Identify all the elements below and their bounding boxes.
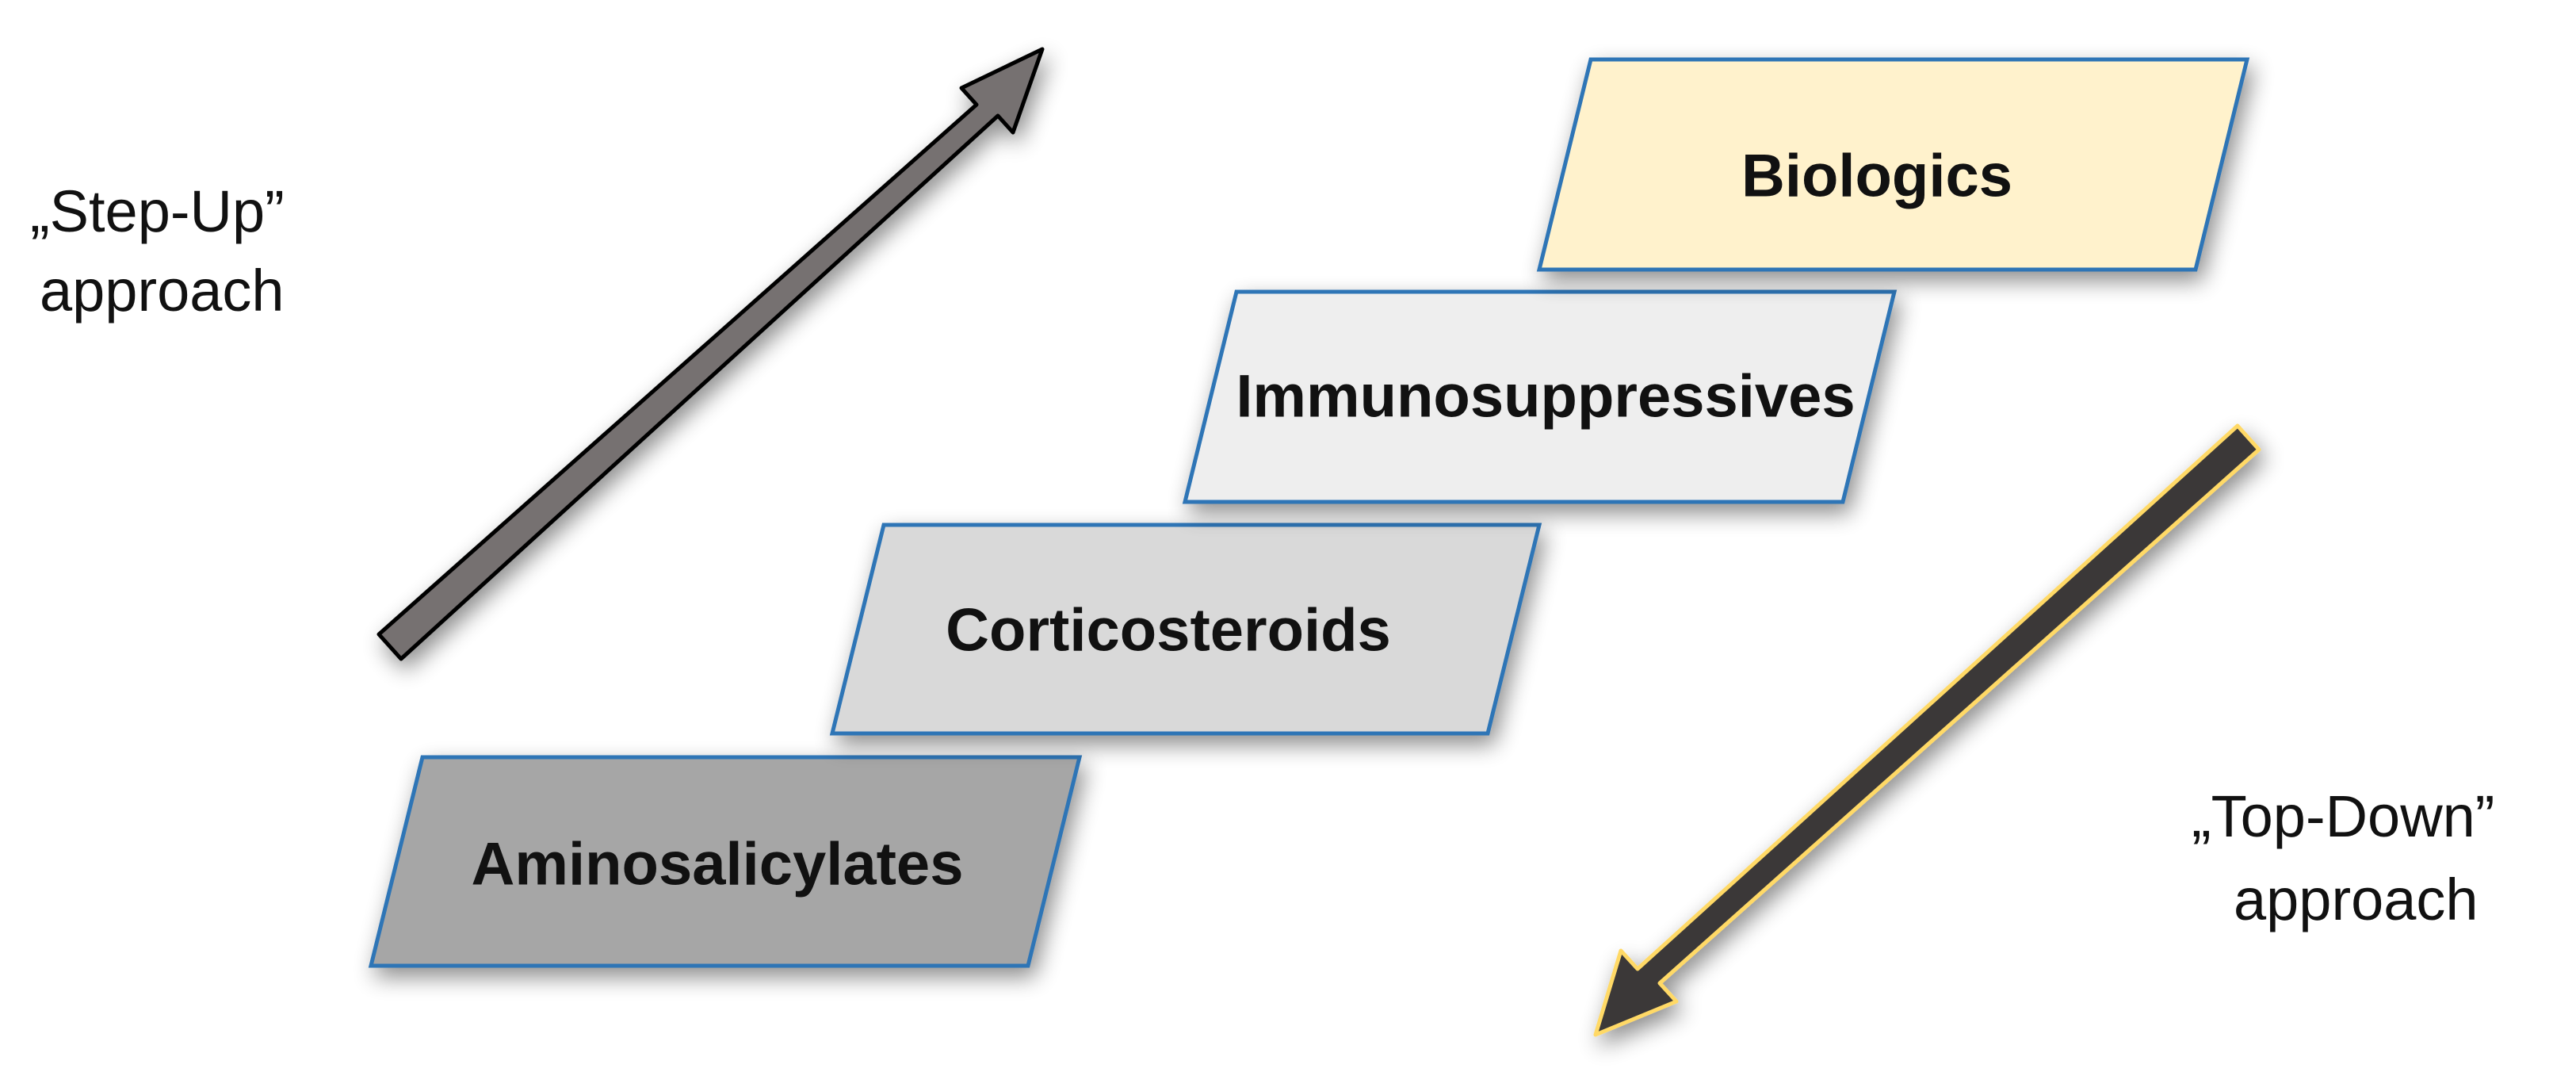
top-down-label: „Top-Down” approach (2192, 783, 2494, 932)
top-down-label-line2: approach (2234, 867, 2479, 932)
top-down-arrow (1593, 423, 2261, 1037)
arrow-up-right-icon (376, 47, 1045, 661)
step-label-immunosuppressives: Immunosuppressives (1236, 363, 1855, 431)
step-box-biologics (1536, 57, 2250, 272)
arrow-down-left-icon (1593, 423, 2261, 1037)
step-corticosteroids (829, 523, 1542, 736)
step-immunosuppressives (1182, 289, 1898, 504)
step-biologics (1536, 57, 2250, 272)
step-label-biologics: Biologics (1741, 143, 2012, 210)
step-up-label-line1: „Step-Up” (30, 178, 285, 244)
step-box-aminosalicylates (368, 755, 1083, 968)
step-up-label-line2: approach (40, 258, 285, 324)
step-box-corticosteroids (829, 523, 1542, 736)
step-label-corticosteroids: Corticosteroids (946, 597, 1391, 664)
step-aminosalicylates (368, 755, 1083, 968)
top-down-label-line1: „Top-Down” (2192, 783, 2494, 849)
step-box-immunosuppressives (1182, 289, 1898, 504)
step-label-aminosalicylates: Aminosalicylates (472, 831, 964, 898)
step-up-arrow (376, 47, 1045, 661)
step-up-label: „Step-Up” approach (30, 178, 285, 324)
